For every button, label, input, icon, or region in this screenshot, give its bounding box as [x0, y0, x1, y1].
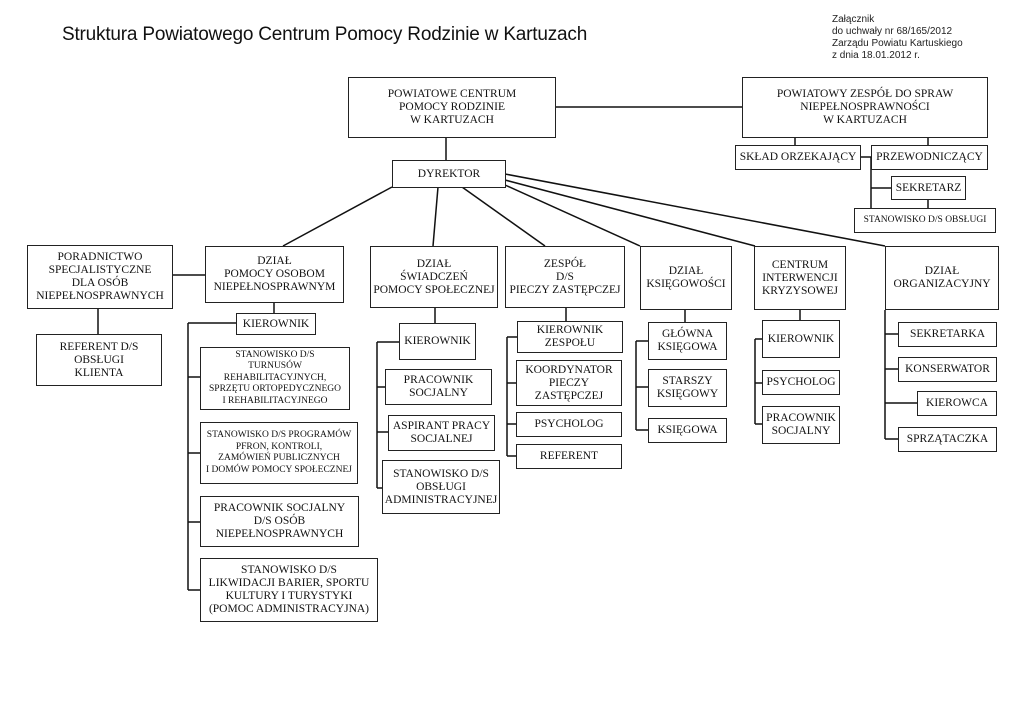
connector [504, 173, 886, 247]
org-box-sekretarka: SEKRETARKA [898, 322, 997, 347]
org-box-ksiegowa: KSIĘGOWA [648, 418, 727, 443]
org-box-stanowisko-obslugi: STANOWISKO D/S OBSŁUGI [854, 208, 996, 233]
org-box-kierownik: KIEROWNIK [236, 313, 316, 335]
org-box-psycholog: PSYCHOLOG [516, 412, 622, 437]
org-box-label: PSYCHOLOG [534, 418, 604, 430]
org-box-label: KIEROWNIK [242, 317, 310, 330]
annex-note: Załącznik do uchwały nr 68/165/2012 Zarz… [832, 14, 963, 62]
org-box-pracownik-socjalny: PRACOWNIK SOCJALNY D/S OSÓB NIEPEŁNOSPRA… [200, 496, 359, 547]
connector [432, 186, 439, 247]
org-box-aspirant: ASPIRANT PRACY SOCJALNEJ [388, 415, 495, 451]
org-box-kierownik: KIEROWNIK [762, 320, 840, 358]
org-box-stanowisko: STANOWISKO D/S OBSŁUGI ADMINISTRACYJNEJ [382, 460, 500, 514]
org-box-label: REFERENT [539, 450, 599, 462]
org-box-dzial-organizacyjny: DZIAŁ ORGANIZACYJNY [885, 246, 999, 310]
org-box-referent: REFERENT [516, 444, 622, 469]
org-box-koordynator: KOORDYNATOR PIECZY ZASTĘPCZEJ [516, 360, 622, 406]
org-box-label: STARSZY KSIĘGOWY [656, 375, 719, 400]
org-box-label: ZESPÓŁ D/S PIECZY ZASTĘPCZEJ [509, 257, 621, 296]
org-box-przewodniczacy: PRZEWODNICZĄCY [871, 145, 988, 170]
org-box-label: GŁÓWNA KSIĘGOWA [657, 328, 718, 353]
org-box-pracownik-socjalny: PRACOWNIK SOCJALNY [762, 406, 840, 444]
org-box-kierownik: KIEROWNIK [399, 323, 476, 360]
org-box-label: KSIĘGOWA [657, 424, 718, 436]
org-box-label: KIEROWNIK ZESPOŁU [536, 324, 604, 349]
org-box-sekretarz: SEKRETARZ [891, 176, 966, 200]
org-box-dzial-pomocy-osobom: DZIAŁ POMOCY OSOBOM NIEPEŁNOSPRAWNYM [205, 246, 344, 303]
org-box-glowna-ksiegowa: GŁÓWNA KSIĘGOWA [648, 322, 727, 360]
org-box-label: STANOWISKO D/S PROGRAMÓW PFRON, KONTROLI… [206, 430, 352, 475]
org-box-kierownik-zespolu: KIEROWNIK ZESPOŁU [517, 321, 623, 353]
org-box-label: STANOWISKO D/S TURNUSÓW REHABILITACYJNYC… [209, 349, 341, 406]
org-box-label: PRZEWODNICZĄCY [876, 151, 983, 163]
org-box-label: STANOWISKO D/S LIKWIDACJI BARIER, SPORTU… [208, 564, 370, 615]
org-box-label: DZIAŁ POMOCY OSOBOM NIEPEŁNOSPRAWNYM [213, 255, 336, 293]
org-box-poradnictwo: PORADNICTWO SPECJALISTYCZNE DLA OSÓB NIE… [27, 245, 173, 309]
org-box-stanowisko: STANOWISKO D/S LIKWIDACJI BARIER, SPORTU… [200, 558, 378, 622]
org-box-label: POWIATOWE CENTRUM POMOCY RODZINIE W KART… [387, 88, 517, 126]
org-box-label: POWIATOWY ZESPÓŁ DO SPRAW NIEPEŁNOSPRAWN… [776, 88, 954, 126]
org-box-centrum-interwencji: CENTRUM INTERWENCJI KRYZYSOWEJ [754, 246, 846, 310]
page-title: Struktura Powiatowego Centrum Pomocy Rod… [62, 24, 588, 45]
org-box-label: DZIAŁ ORGANIZACYJNY [893, 265, 991, 290]
org-box-referent-obslugi-klienta: REFERENT D/S OBSŁUGI KLIENTA [36, 334, 162, 386]
org-box-dyrektor: DYREKTOR [392, 160, 506, 188]
annex-line: do uchwały nr 68/165/2012 [832, 26, 953, 37]
org-box-pcpr: POWIATOWE CENTRUM POMOCY RODZINIE W KART… [348, 77, 556, 138]
annex-line: Załącznik [832, 14, 875, 25]
org-box-sklad-orzekajacy: SKŁAD ORZEKAJĄCY [735, 145, 861, 170]
org-box-label: STANOWISKO D/S OBSŁUGI [863, 214, 987, 225]
org-box-sprzataczka: SPRZĄTACZKA [898, 427, 997, 452]
org-box-label: SEKRETARZ [895, 181, 962, 194]
org-box-label: ASPIRANT PRACY SOCJALNEJ [392, 420, 491, 445]
org-box-konserwator: KONSERWATOR [898, 357, 997, 382]
org-box-pzds: POWIATOWY ZESPÓŁ DO SPRAW NIEPEŁNOSPRAWN… [742, 77, 988, 138]
connector [461, 186, 546, 247]
connector [282, 186, 393, 247]
org-box-label: KONSERWATOR [905, 363, 990, 375]
connector [504, 179, 756, 247]
org-box-label: SKŁAD ORZEKAJĄCY [739, 151, 857, 163]
org-box-label: DZIAŁ KSIĘGOWOŚCI [646, 265, 726, 290]
org-box-label: KIEROWCA [926, 397, 988, 409]
org-box-label: PRACOWNIK SOCJALNY D/S OSÓB NIEPEŁNOSPRA… [213, 502, 346, 540]
org-box-label: KIEROWNIK [404, 335, 471, 347]
org-box-label: SEKRETARKA [909, 328, 986, 340]
org-box-label: KIEROWNIK [767, 332, 835, 345]
annex-line: z dnia 18.01.2012 r. [832, 50, 920, 61]
org-box-label: PORADNICTWO SPECJALISTYCZNE DLA OSÓB NIE… [36, 251, 164, 302]
org-box-label: PSYCHOLOG [766, 376, 836, 388]
org-box-stanowisko: STANOWISKO D/S PROGRAMÓW PFRON, KONTROLI… [200, 422, 358, 484]
org-box-pracownik-socjalny: PRACOWNIK SOCJALNY [385, 369, 492, 405]
org-box-label: REFERENT D/S OBSŁUGI KLIENTA [59, 340, 139, 379]
org-box-label: PRACOWNIK SOCJALNY [766, 412, 836, 437]
org-box-zespol-pieczy: ZESPÓŁ D/S PIECZY ZASTĘPCZEJ [505, 246, 625, 308]
org-box-dzial-swiadczen: DZIAŁ ŚWIADCZEŃ POMOCY SPOŁECZNEJ [370, 246, 498, 308]
org-box-label: CENTRUM INTERWENCJI KRYZYSOWEJ [761, 258, 839, 297]
org-box-kierowca: KIEROWCA [917, 391, 997, 416]
org-box-label: PRACOWNIK SOCJALNY [403, 374, 474, 399]
org-box-label: SPRZĄTACZKA [906, 433, 989, 445]
org-box-dzial-ksiegowosci: DZIAŁ KSIĘGOWOŚCI [640, 246, 732, 310]
connector [504, 184, 641, 247]
org-box-stanowisko: STANOWISKO D/S TURNUSÓW REHABILITACYJNYC… [200, 347, 350, 410]
annex-line: Zarządu Powiatu Kartuskiego [832, 38, 963, 49]
org-box-label: DZIAŁ ŚWIADCZEŃ POMOCY SPOŁECZNEJ [373, 257, 495, 296]
org-box-label: DYREKTOR [417, 167, 481, 180]
org-box-psycholog: PSYCHOLOG [762, 370, 840, 395]
org-box-label: KOORDYNATOR PIECZY ZASTĘPCZEJ [525, 363, 613, 402]
org-box-label: STANOWISKO D/S OBSŁUGI ADMINISTRACYJNEJ [384, 467, 498, 506]
org-box-starszy-ksiegowy: STARSZY KSIĘGOWY [648, 369, 727, 407]
